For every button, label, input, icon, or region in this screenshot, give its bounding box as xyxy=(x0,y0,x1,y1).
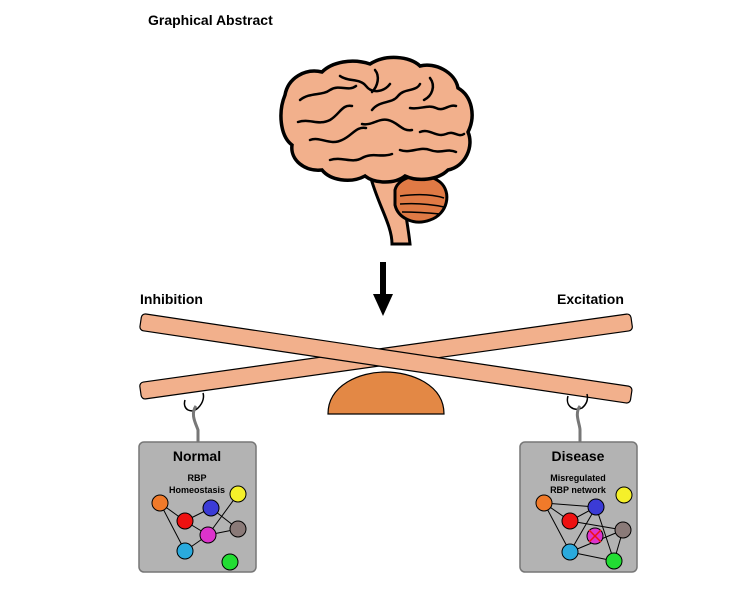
hook-right-wire xyxy=(575,405,582,443)
node-green xyxy=(221,553,239,571)
cerebellum-icon xyxy=(393,174,449,224)
hook-left-icon xyxy=(183,392,205,412)
node-orange xyxy=(535,494,553,512)
node-gray xyxy=(614,521,632,539)
hook-right-icon xyxy=(566,393,589,410)
node-yellow xyxy=(229,485,247,503)
page-title: Graphical Abstract xyxy=(148,12,273,28)
node-green xyxy=(605,552,623,570)
node-cyan xyxy=(561,543,579,561)
node-magenta xyxy=(199,526,217,544)
node-red xyxy=(176,512,194,530)
seesaw-beam-right-low xyxy=(139,313,633,404)
seesaw xyxy=(139,313,633,404)
disease-box-subtitle-1: Misregulated xyxy=(550,473,606,483)
down-arrow-icon xyxy=(373,262,393,316)
hook-left-wire xyxy=(191,405,200,443)
cross-icon xyxy=(588,529,602,543)
disease-box-title: Disease xyxy=(552,448,605,464)
inhibition-label: Inhibition xyxy=(140,291,203,307)
normal-box: Normal RBP Homeostasis xyxy=(138,441,257,573)
fulcrum xyxy=(327,371,445,415)
node-red xyxy=(561,512,579,530)
node-blue xyxy=(202,499,220,517)
normal-box-subtitle-2: Homeostasis xyxy=(169,485,225,495)
node-blue xyxy=(587,498,605,516)
normal-box-subtitle-1: RBP xyxy=(187,473,206,483)
node-gray xyxy=(229,520,247,538)
disease-box-subtitle-2: RBP network xyxy=(550,485,607,495)
disease-box: Disease Misregulated RBP network xyxy=(519,441,638,573)
excitation-label: Excitation xyxy=(557,291,624,307)
node-orange xyxy=(151,494,169,512)
node-yellow xyxy=(615,486,633,504)
node-cyan xyxy=(176,542,194,560)
normal-box-title: Normal xyxy=(173,448,221,464)
brain-icon xyxy=(279,55,474,246)
